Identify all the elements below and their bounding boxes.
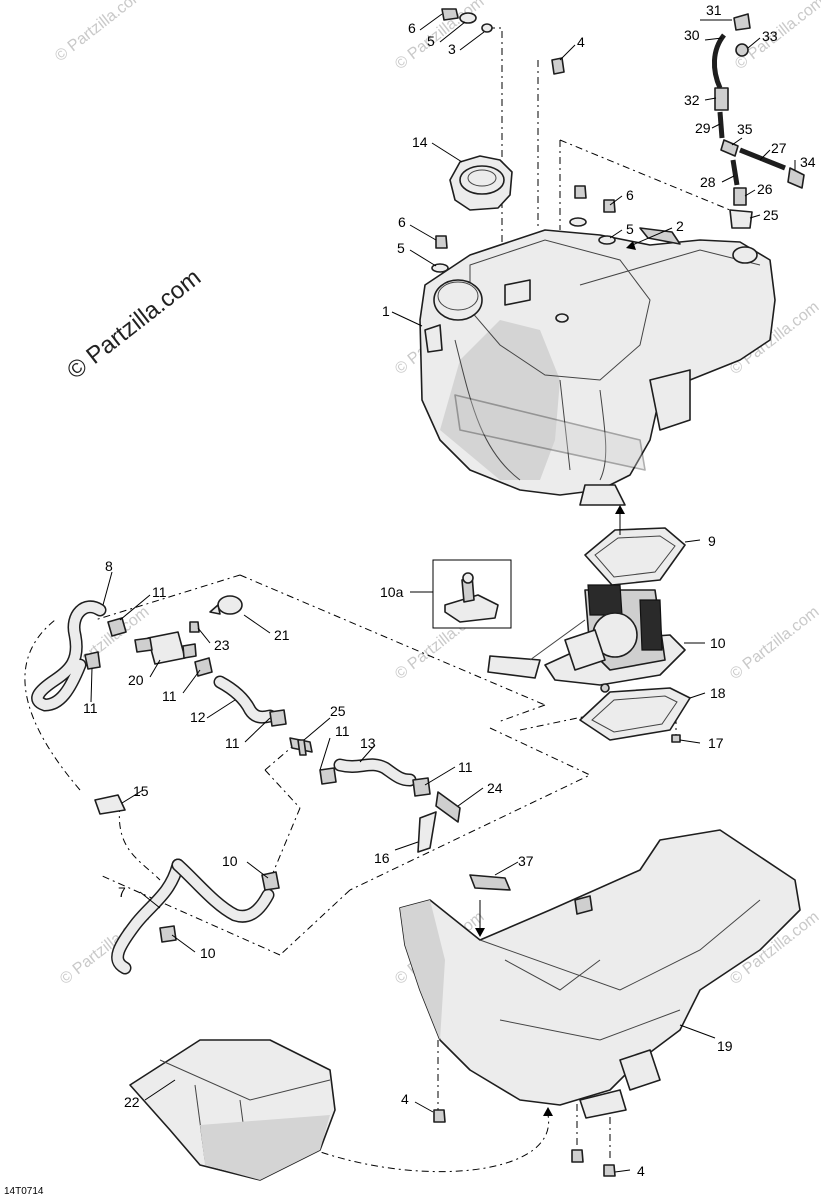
callout-7: 7 (118, 884, 126, 900)
connector-24 (435, 791, 461, 823)
watermark-tile: © Partzilla.com (392, 0, 487, 73)
tank-hardware (431, 8, 681, 273)
callout-16: 16 (374, 850, 390, 866)
callout-18: 18 (710, 685, 726, 701)
fuel-pump-gasket (584, 527, 686, 586)
fuel-cap (449, 155, 513, 211)
callout-11: 11 (162, 688, 177, 704)
fuel-hoses (31, 600, 417, 975)
callout-4: 4 (401, 1091, 409, 1107)
vent-line-assembly (712, 13, 805, 229)
callout-21: 21 (274, 627, 290, 643)
diagram-code: 14T0714 (4, 1186, 44, 1197)
callout-32: 31 (706, 2, 722, 18)
callout-10: 10 (200, 945, 216, 961)
callout-11: 11 (152, 584, 167, 600)
callout-37: 37 (518, 853, 534, 869)
callout-6: 6 (626, 187, 634, 203)
callout-13: 13 (360, 735, 376, 751)
hose-clamps (84, 617, 431, 943)
callout-12: 12 (190, 709, 206, 725)
bolt-23 (189, 621, 200, 633)
tee-fitting-25 (289, 737, 313, 756)
callout-15: 15 (133, 783, 149, 799)
callout-28: 27 (771, 140, 787, 156)
clip-15 (94, 794, 126, 815)
callout-22: 22 (124, 1094, 140, 1110)
watermark-main: © Partzilla.com (62, 264, 206, 385)
callout-6: 6 (398, 214, 406, 230)
callout-20: 20 (128, 672, 144, 688)
callout-5: 5 (427, 33, 435, 49)
callout-10: 10 (710, 635, 726, 651)
callout-6: 6 (408, 20, 416, 36)
screw-17 (671, 734, 681, 743)
pump-retaining-ring (579, 687, 691, 741)
callout-24: 24 (487, 780, 503, 796)
callout-19: 19 (717, 1038, 733, 1054)
callout-3: 3 (448, 41, 456, 57)
callout-29: 28 (700, 174, 716, 190)
skid-plate (129, 1039, 336, 1181)
tank-support-tray (399, 829, 801, 1119)
callout-4: 4 (637, 1163, 645, 1179)
callout-5: 5 (626, 221, 634, 237)
direction-arrows (475, 227, 673, 1116)
callout-11: 11 (335, 723, 350, 739)
callout-33: 32 (684, 92, 700, 108)
inset-10a (432, 559, 512, 629)
bottom-bolts (433, 1109, 616, 1177)
callout-11: 11 (458, 759, 473, 775)
callout-8: 8 (105, 558, 113, 574)
callout-25: 25 (330, 703, 346, 719)
callout-1: 1 (382, 303, 390, 319)
fuel-filter (134, 631, 197, 665)
callout-14: 14 (412, 134, 428, 150)
callout-11: 11 (83, 700, 98, 716)
clip-16 (417, 811, 437, 853)
callout-27: 26 (757, 181, 773, 197)
fuel-pump-module (487, 584, 686, 693)
callout-2: 2 (676, 218, 684, 234)
callout-11: 11 (225, 735, 240, 751)
bracket-37 (469, 874, 511, 891)
callout-labels: 6 5 3 4 14 6 5 6 5 2 1 9 10a 10 18 17 8 … (83, 2, 816, 1179)
callout-31: 30 (684, 27, 700, 43)
fuel-tank (419, 229, 776, 506)
callout-23: 23 (214, 637, 230, 653)
callout-36: 35 (737, 121, 753, 137)
callout-26: 25 (763, 207, 779, 223)
leader-lines (90, 13, 796, 1173)
callout-35: 34 (800, 154, 816, 170)
callout-17: 17 (708, 735, 724, 751)
callout-5: 5 (397, 240, 405, 256)
watermark-tile: © Partzilla.com (52, 0, 147, 65)
callout-10a: 10a (380, 584, 404, 600)
callout-10: 10 (222, 853, 238, 869)
clamp-21 (209, 595, 243, 615)
watermark-tile: © Partzilla.com (727, 603, 821, 683)
callout-4: 4 (577, 34, 585, 50)
callout-30: 29 (695, 120, 711, 136)
callout-9: 9 (708, 533, 716, 549)
callout-34: 33 (762, 28, 778, 44)
